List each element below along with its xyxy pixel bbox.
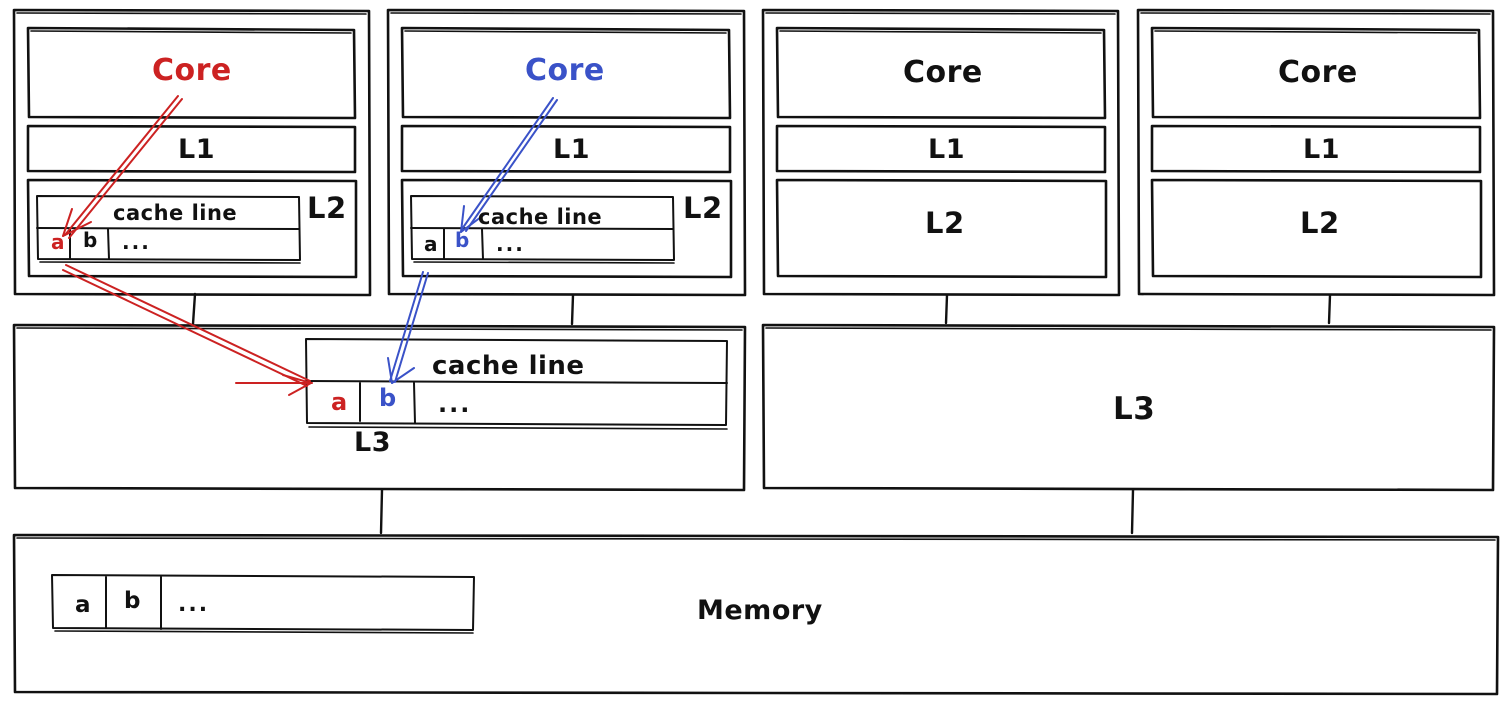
memory-cell-ellipsis: ... xyxy=(178,592,210,617)
l3-left-cache-line-label: cache line xyxy=(432,351,585,381)
l3-left-cell-a: a xyxy=(331,388,348,416)
cpu-block-0-l1-label: L1 xyxy=(178,134,215,165)
cpu-block-2-outline xyxy=(761,8,1121,297)
l3-left-label: L3 xyxy=(354,427,391,458)
connectors-l3-to-memory xyxy=(379,488,1135,535)
connectors-cpu-to-l3 xyxy=(191,292,1332,326)
l3-right-label: L3 xyxy=(1113,391,1156,427)
blue-arrow-l2-to-l3 xyxy=(387,271,429,384)
l3-left-cell-b: b xyxy=(379,384,397,412)
cpu-block-1-cache-line-label: cache line xyxy=(478,205,603,229)
red-arrow-l2-to-l3 xyxy=(62,264,313,396)
cpu-block-3-l2-label: L2 xyxy=(1300,206,1340,240)
red-arrow-core-to-cell xyxy=(62,95,183,239)
cpu-block-3-core-label: Core xyxy=(1278,55,1358,90)
cpu-block-1-l1-label: L1 xyxy=(553,134,590,165)
memory-cell-b: b xyxy=(124,588,141,614)
cpu-block-0-l2-label: L2 xyxy=(307,191,347,225)
memory-outline xyxy=(12,533,1500,696)
cpu-block-0-cache-line-label: cache line xyxy=(113,201,238,225)
cpu-block-1-l2-label: L2 xyxy=(683,191,723,225)
cpu-block-1-cell-b: b xyxy=(455,228,470,252)
cpu-block-0-cell-ellipsis: ... xyxy=(122,230,151,254)
cpu-block-2-core-label: Core xyxy=(903,55,983,90)
cpu-block-0-core-label: Core xyxy=(152,53,232,88)
cpu-block-1-cell-ellipsis: ... xyxy=(496,232,525,256)
cpu-block-1-outline xyxy=(386,8,747,297)
cpu-block-0-cell-b: b xyxy=(83,228,98,252)
l3-right-outline xyxy=(761,323,1496,492)
l3-left-cell-ellipsis: ... xyxy=(438,390,472,418)
blue-arrow-core-to-cell xyxy=(460,97,558,233)
cpu-block-2-l1-label: L1 xyxy=(928,134,965,165)
cpu-block-1-core-label: Core xyxy=(525,53,605,88)
cpu-block-3-outline xyxy=(1136,8,1496,297)
cpu-block-0-outline xyxy=(12,8,372,297)
memory-cell-a: a xyxy=(75,592,92,618)
cpu-block-3-l1-label: L1 xyxy=(1303,134,1340,165)
l3-left-outline xyxy=(12,323,747,492)
cpu-block-2-l2-label: L2 xyxy=(925,206,965,240)
cpu-block-0-cell-a: a xyxy=(51,230,65,254)
memory-label: Memory xyxy=(697,595,823,626)
cpu-block-1-cell-a: a xyxy=(424,232,438,256)
